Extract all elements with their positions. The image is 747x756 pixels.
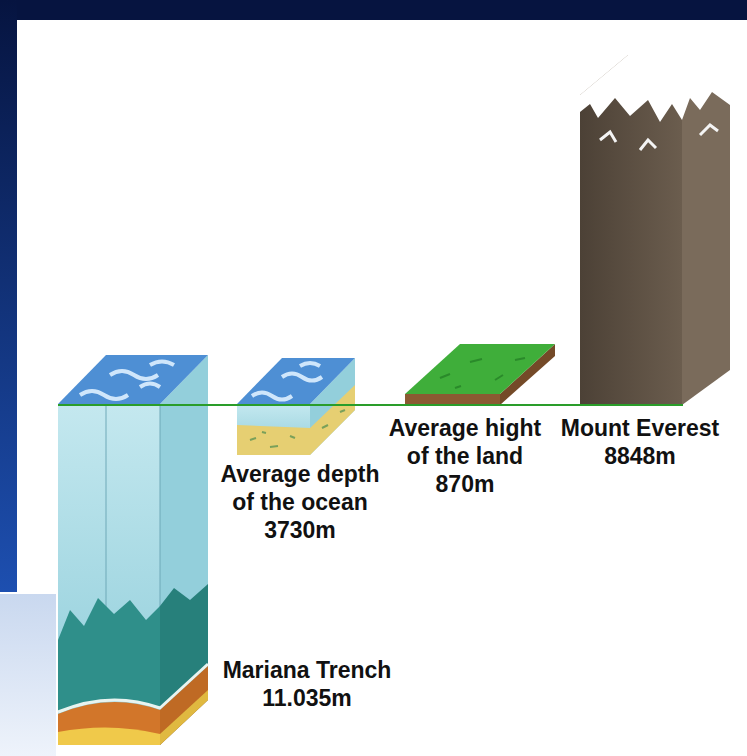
everest-block <box>580 55 730 405</box>
everest-front <box>580 95 682 405</box>
land-front <box>405 394 500 405</box>
everest-snow <box>600 125 718 150</box>
ocean-floor-spots <box>250 410 345 447</box>
trench-seafloor <box>58 598 160 712</box>
trench-edge <box>106 404 107 640</box>
everest-snow <box>580 55 730 122</box>
label: Average hight of the land <box>378 414 552 470</box>
label: Mariana Trench <box>212 656 402 684</box>
slide-rule <box>0 592 56 594</box>
land-surface <box>405 344 555 394</box>
slide-band <box>0 0 747 20</box>
land-grass <box>440 358 525 388</box>
trench-bedrock <box>58 727 160 745</box>
trench-column <box>58 355 208 745</box>
everest-side <box>682 55 730 405</box>
sea-level-line <box>58 404 683 406</box>
ocean-waves <box>252 363 322 400</box>
ocean-block <box>237 358 355 455</box>
land-block <box>405 344 555 405</box>
ocean-surface <box>237 358 355 404</box>
slide-strip <box>0 0 17 592</box>
ocean-floor <box>237 385 355 455</box>
label: Mount Everest <box>548 414 732 442</box>
trench-sediment <box>58 702 160 745</box>
slide-panel <box>0 594 56 756</box>
label: 8848m <box>548 442 732 470</box>
trench-front <box>58 404 160 745</box>
label: 11.035m <box>212 684 402 712</box>
trench-surface <box>58 355 208 404</box>
trench-waves <box>80 362 174 400</box>
trench-sediment <box>160 666 208 745</box>
trench-bedrock <box>160 690 208 745</box>
label: 3730m <box>212 516 388 544</box>
label: Average depth of the ocean <box>212 460 388 516</box>
label: 870m <box>378 470 552 498</box>
